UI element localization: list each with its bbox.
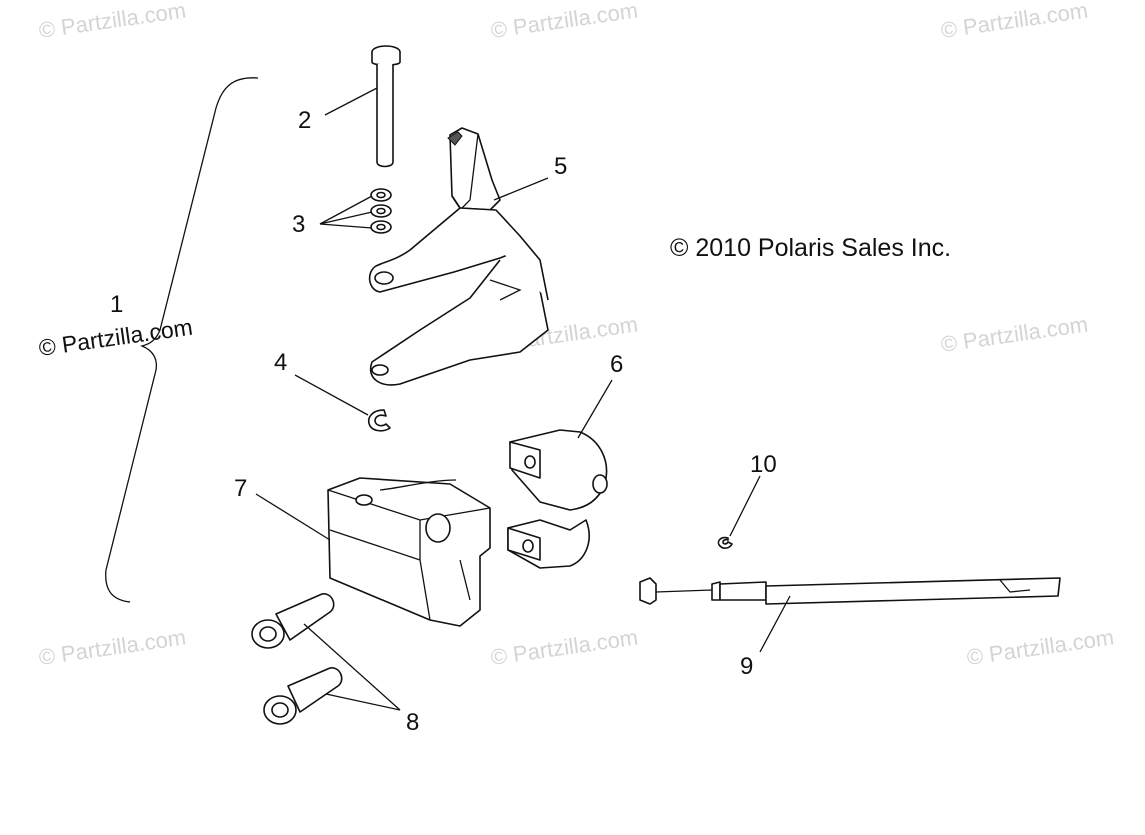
callout-4: 4 xyxy=(274,349,287,376)
circlip-part xyxy=(368,409,391,432)
assembly-bracket xyxy=(105,77,259,603)
callout-2: 2 xyxy=(298,107,311,134)
watermark-top-left: © Partzilla.com xyxy=(37,0,187,43)
housing-block-part xyxy=(327,477,491,627)
callout-7: 7 xyxy=(234,475,247,502)
leader-lines xyxy=(255,87,791,711)
small-clip-part xyxy=(717,536,733,549)
watermark-bottom-left: © Partzilla.com xyxy=(37,625,187,670)
watermarks: © Partzilla.com © Partzilla.com © Partzi… xyxy=(37,0,1115,670)
watermark-top-center: © Partzilla.com xyxy=(489,0,639,43)
callout-9: 9 xyxy=(740,653,753,680)
callout-3: 3 xyxy=(292,211,305,238)
callout-10: 10 xyxy=(750,451,777,478)
callout-8: 8 xyxy=(406,709,419,736)
callout-6: 6 xyxy=(610,351,623,378)
cable-part xyxy=(639,577,1061,605)
watermark-bottom-center: © Partzilla.com xyxy=(489,625,639,670)
watermark-top-right: © Partzilla.com xyxy=(939,0,1089,43)
callout-5: 5 xyxy=(554,153,567,180)
washers-part xyxy=(370,188,392,234)
cam-block-part xyxy=(507,429,608,569)
callout-labels: 1 2 3 4 5 6 7 8 9 10 xyxy=(110,107,777,736)
watermark-bottom-right: © Partzilla.com xyxy=(965,625,1115,670)
watermark-mid-right: © Partzilla.com xyxy=(939,312,1089,357)
cap-screws-part xyxy=(251,593,343,725)
watermark-mid-left: © Partzilla.com xyxy=(37,314,194,361)
callout-1: 1 xyxy=(110,291,123,318)
pin-part xyxy=(371,45,401,168)
pivot-bracket-part xyxy=(368,127,549,386)
copyright-notice: © 2010 Polaris Sales Inc. xyxy=(670,234,951,262)
